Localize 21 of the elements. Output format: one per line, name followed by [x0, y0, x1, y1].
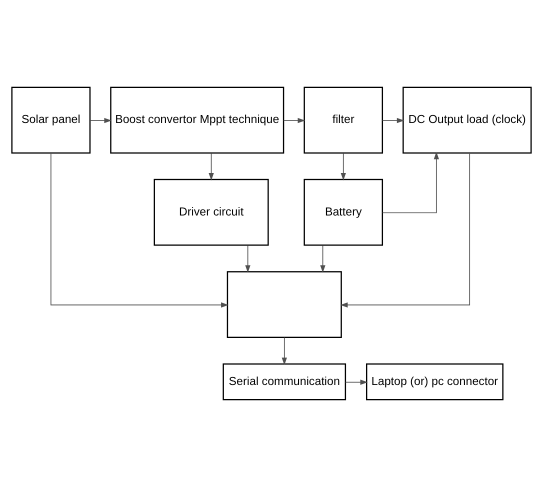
node-box: Battery [304, 178, 384, 246]
arrow [208, 152, 214, 180]
arrow [283, 118, 306, 124]
arrow [382, 118, 404, 124]
node-box: Solar panel [11, 86, 91, 154]
arrow [50, 152, 229, 308]
arrow [340, 152, 346, 180]
node-box: DC Output load (clock) [402, 86, 532, 154]
arrow [282, 337, 287, 366]
node-box: Driver circuit [154, 178, 269, 246]
arrow [345, 380, 368, 385]
arrow [382, 152, 440, 214]
node-box: filter [304, 86, 384, 154]
arrow [245, 244, 250, 273]
arrow [320, 244, 326, 273]
arrow [90, 118, 112, 124]
node-box [226, 271, 342, 338]
node-box: Laptop (or) pc connector [366, 363, 504, 400]
node-box: Serial communication [222, 363, 346, 400]
node-box: Boost convertor Mppt technique [110, 86, 284, 154]
arrow [340, 152, 470, 308]
